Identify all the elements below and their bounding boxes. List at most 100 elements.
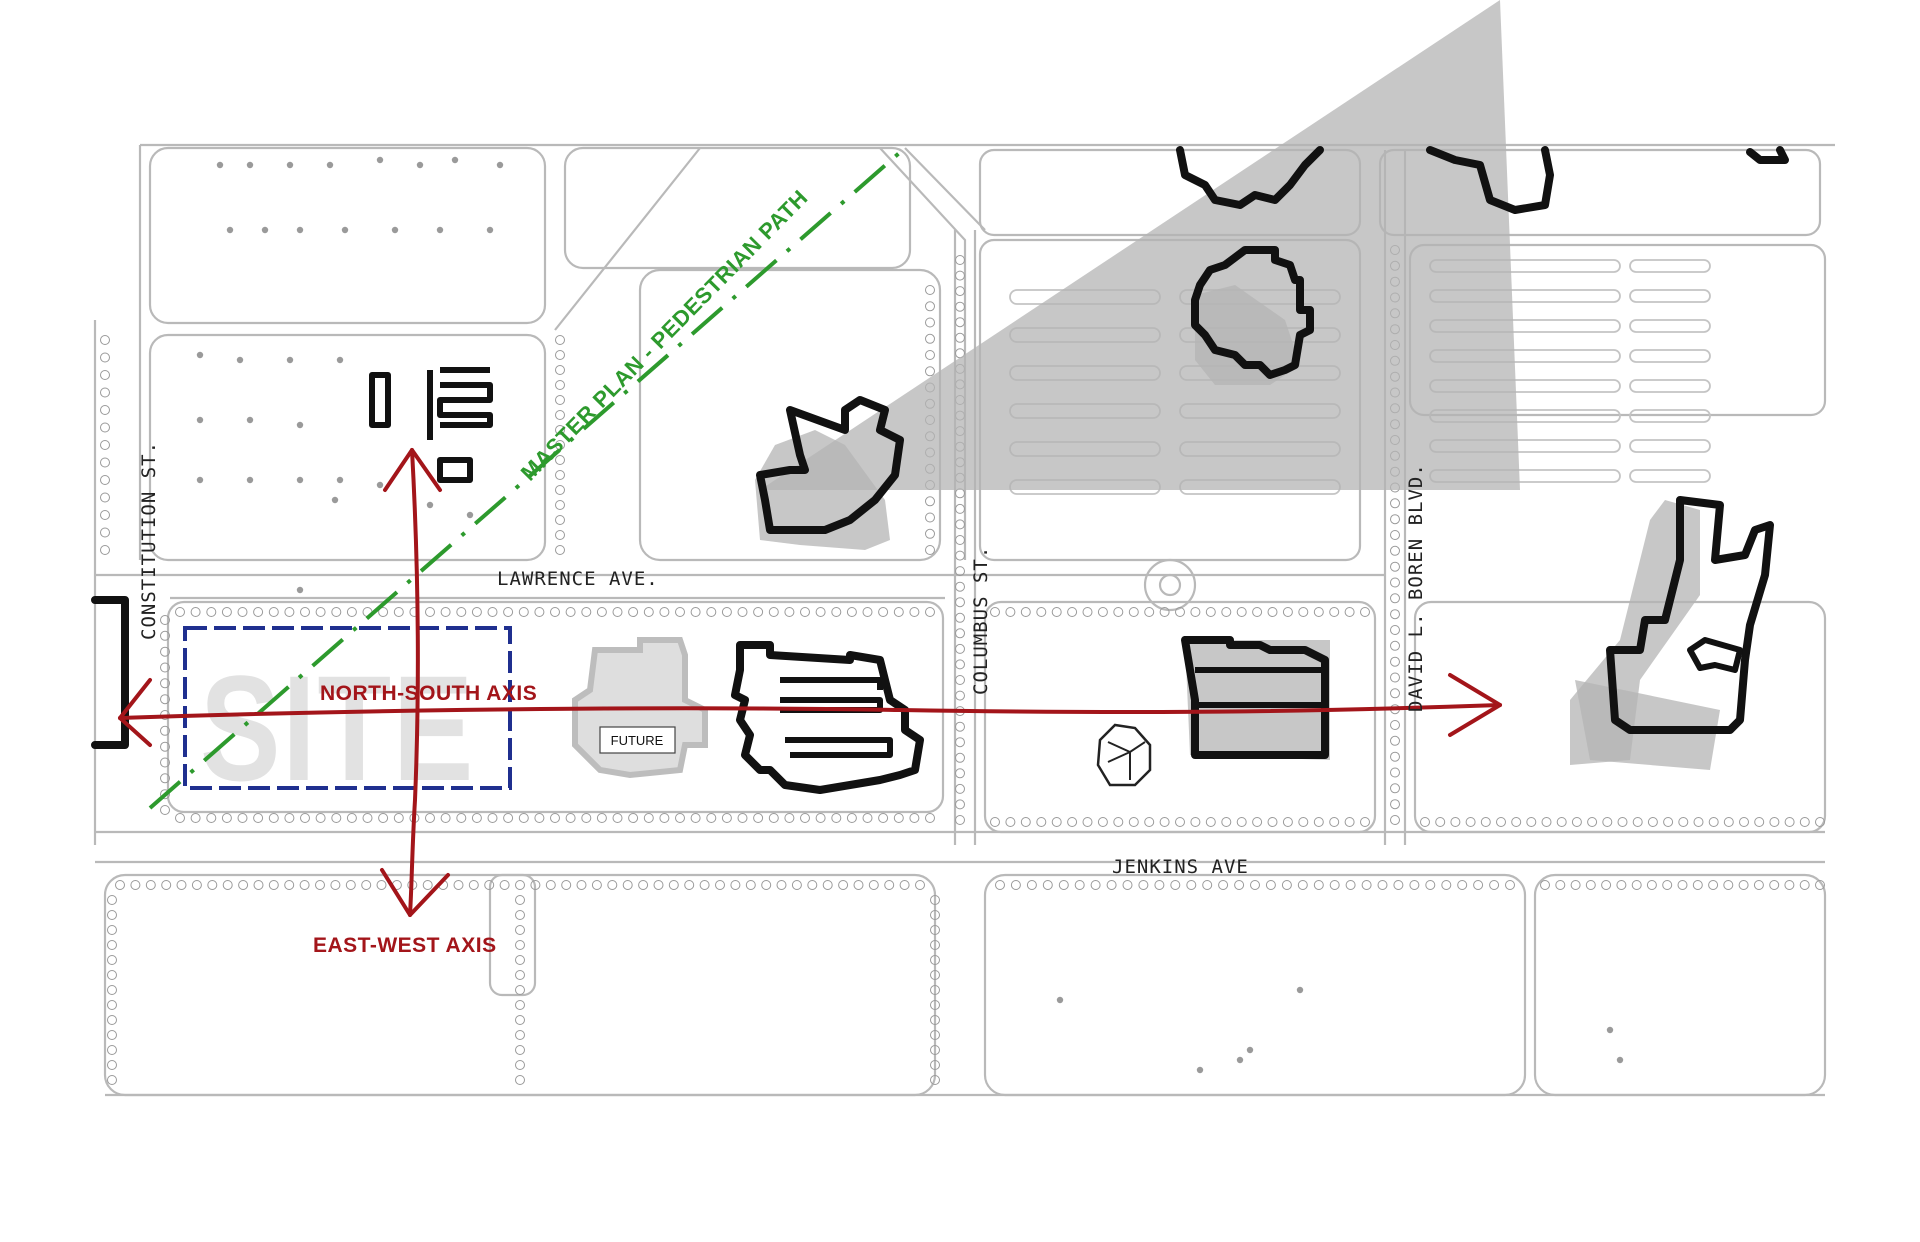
tree-dot [376, 156, 384, 164]
tree-symbol [1420, 817, 1430, 827]
tree-symbol [955, 270, 965, 281]
tree-symbol [1585, 880, 1596, 890]
building-shadows [755, 0, 1720, 770]
tree-symbol [440, 813, 451, 823]
block-s-center [983, 873, 1527, 1097]
tree-symbol [1313, 607, 1324, 617]
tree-symbol [468, 880, 479, 890]
tree-symbol [596, 607, 607, 617]
tree-symbol [300, 813, 310, 823]
tree-symbol [745, 880, 756, 890]
tree-symbol [1556, 817, 1567, 827]
tree-symbol [1393, 880, 1404, 890]
tree-symbol [1051, 607, 1062, 617]
tree-symbol [299, 880, 310, 890]
tree-symbol [684, 880, 695, 890]
tree-symbol [100, 405, 110, 415]
tree-symbol [253, 813, 264, 823]
tree-symbol [107, 910, 117, 920]
tree-symbol [955, 815, 965, 825]
tree-symbol [925, 607, 935, 617]
tree-symbol [1647, 817, 1658, 827]
tree-dot [451, 156, 459, 164]
shadow-ne-building [1195, 285, 1300, 385]
tree-symbol [576, 880, 587, 890]
tree-symbol [1390, 514, 1400, 525]
tree-symbol [100, 527, 110, 538]
tree-symbol [1489, 880, 1500, 890]
tree-symbol [1390, 561, 1400, 572]
building-columbus-east-divisions [1195, 667, 1325, 708]
tree-symbol [878, 813, 889, 823]
tree-symbol [175, 607, 185, 617]
site-label: SITE [200, 644, 475, 812]
tree-symbol [925, 285, 935, 295]
tree-symbol [1360, 607, 1370, 617]
tree-symbol [284, 880, 295, 890]
tree-symbol [378, 607, 389, 617]
tree-symbol [955, 690, 965, 701]
tree-symbol [1234, 880, 1245, 890]
tree-symbol [555, 365, 565, 375]
tree-symbol [1632, 817, 1643, 827]
building-nw-small-1 [369, 372, 391, 428]
tree-symbol [425, 607, 435, 617]
tree-symbol [315, 607, 326, 617]
tree-dot [1236, 1056, 1244, 1064]
tree-symbol [955, 332, 965, 343]
tree-symbol [315, 880, 325, 890]
tree-symbol [628, 813, 639, 823]
tree-symbol [253, 607, 264, 617]
tree-symbol [955, 550, 965, 561]
tree-symbol [518, 607, 529, 617]
tree-symbol [100, 545, 110, 555]
tree-dot [426, 501, 434, 509]
tree-symbol [1186, 880, 1197, 890]
tree-symbol [471, 607, 482, 617]
tree-symbol [515, 1000, 525, 1010]
tree-symbol [930, 1000, 940, 1010]
tree-dot [286, 356, 294, 364]
tree-symbol [955, 519, 965, 530]
tree-symbol [1723, 880, 1734, 890]
tree-symbol [1190, 607, 1201, 617]
tree-symbol [315, 813, 326, 823]
tree-symbol [753, 813, 764, 823]
tree-symbol [284, 607, 295, 617]
parking-row [1629, 379, 1711, 393]
tree-symbol [1505, 880, 1515, 890]
tree-symbol [1723, 817, 1734, 827]
tree-dot [261, 226, 269, 234]
tree-symbol [1815, 817, 1825, 827]
tree-symbol [1297, 880, 1308, 890]
tree-symbol [453, 880, 464, 890]
tree-symbol [1170, 880, 1181, 890]
tree-symbol [1390, 720, 1400, 730]
street-label-constitution: CONSTITUTION ST. [138, 441, 160, 640]
tree-symbol [107, 985, 117, 995]
tree-symbol [925, 366, 935, 377]
tree-symbol [107, 1030, 117, 1040]
tree-symbol [175, 813, 185, 823]
tree-symbol [1390, 545, 1400, 556]
shadow-placeholder [760, 0, 1520, 490]
tree-symbol [518, 813, 529, 823]
tree-symbol [1345, 880, 1356, 890]
tree-symbol [1313, 817, 1324, 827]
tree-symbol [831, 813, 842, 823]
tree-symbol [1738, 880, 1749, 890]
tree-symbol [534, 813, 545, 823]
tree-symbol [1281, 880, 1292, 890]
tree-symbol [1662, 880, 1673, 890]
tree-symbol [1113, 817, 1124, 827]
tree-symbol [565, 607, 576, 617]
tree-dot [331, 496, 339, 504]
tree-symbol [1571, 817, 1582, 827]
tree-symbol [1646, 880, 1657, 890]
tree-symbol [191, 880, 202, 890]
tree-symbol [768, 813, 779, 823]
tree-symbol [471, 813, 482, 823]
building-nw-small-3 [437, 457, 473, 483]
tree-symbol [1602, 817, 1613, 827]
tree-symbol [1480, 817, 1491, 827]
